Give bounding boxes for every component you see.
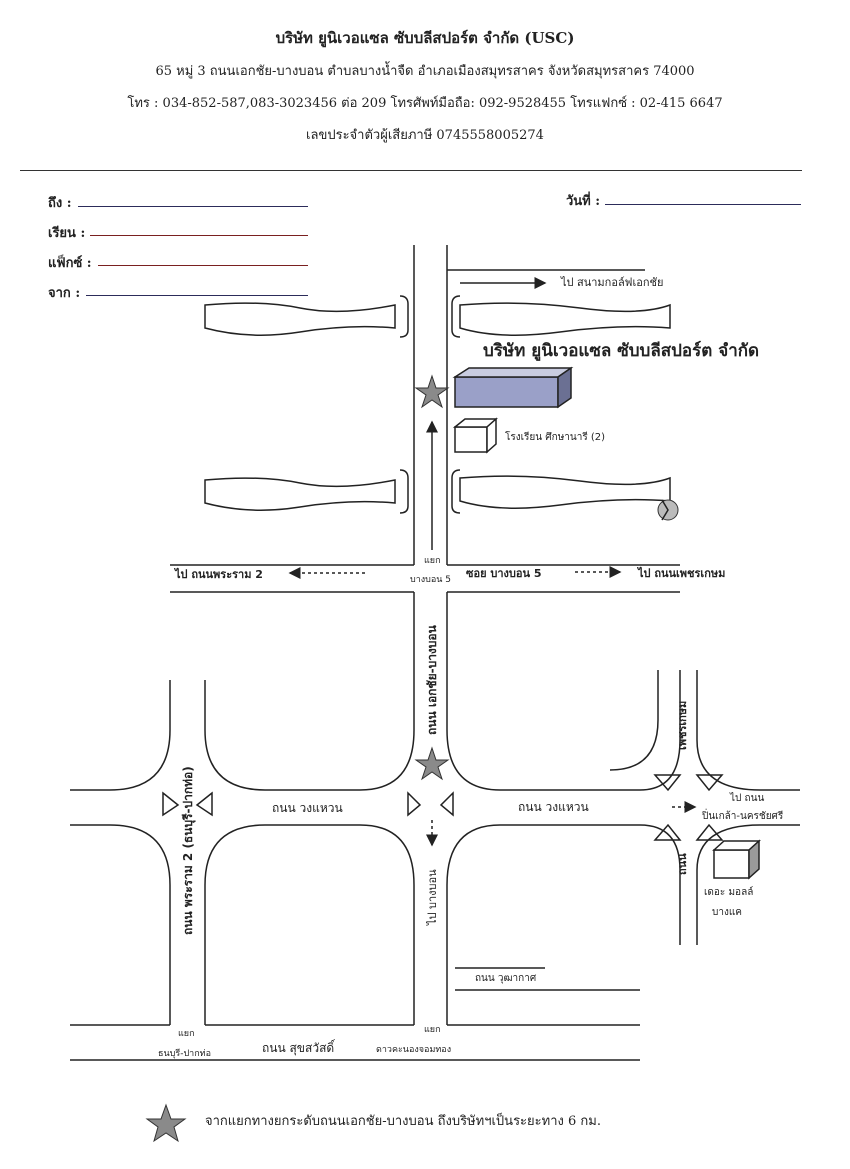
label-junction-name: บางบอน 5 — [410, 575, 451, 585]
bracket-nw — [399, 295, 409, 338]
company-address: 65 หมู่ 3 ถนนเอกชัย-บางบอน ตำบลบางน้ำจืด… — [155, 64, 695, 79]
label-ring-road-right: ถนน วงแหวน — [518, 800, 589, 814]
label-to-pinklao-1: ไป ถนน — [729, 792, 764, 804]
label-junction-left: แยก — [178, 1029, 195, 1039]
fax-field-line[interactable] — [98, 265, 308, 266]
ring-road-north-east-edge — [446, 670, 681, 791]
from-field-line[interactable] — [86, 295, 308, 296]
company-building — [452, 366, 574, 409]
company-name: บริษัท ยูนิเวอแซล ซับบลีสปอร์ต จำกัด (US… — [275, 29, 575, 47]
star-marker-icon — [414, 746, 450, 781]
label-ring-road-left: ถนน วงแหวน — [272, 801, 343, 815]
star-marker-icon — [145, 1103, 187, 1143]
to-field-line[interactable] — [78, 206, 308, 207]
fax-label: แฟ็กซ์ : — [48, 256, 92, 271]
label-to-bangbon: ไป บางบอน — [426, 869, 439, 926]
from-label: จาก : — [48, 286, 81, 301]
ring-road-north-west-edge — [204, 680, 415, 791]
label-road-ekkachai: ถนน เอกชัย-บางบอน — [425, 624, 439, 735]
date-field-line[interactable] — [605, 204, 801, 205]
lane-triangle-2 — [195, 791, 213, 817]
attention-label: เรียน : — [48, 226, 86, 241]
label-to-rama2: ไป ถนนพระราม 2 — [173, 567, 263, 581]
star-marker-icon — [414, 374, 450, 409]
company-phones: โทร : 034-852-587,083-3023456 ต่อ 209 โท… — [127, 96, 723, 111]
label-road-phetkasem: เพชรเกษม — [676, 701, 689, 750]
label-road-thanon: ถนน — [676, 853, 689, 875]
company-tax-id: เลขประจำตัวผู้เสียภาษี 0745558005274 — [306, 128, 544, 143]
compass-icon — [657, 499, 679, 521]
label-road-suksawat: ถนน สุขสวัสดิ์ — [262, 1039, 336, 1056]
label-company: บริษัท ยูนิเวอแซล ซับบลีสปอร์ต จำกัด — [483, 340, 759, 362]
boundary-strip-ne — [459, 302, 671, 336]
label-the-mall-1: เดอะ มอลล์ — [704, 886, 753, 898]
ring-road-south-west-block — [204, 824, 415, 1025]
lane-triangle-8 — [695, 823, 724, 841]
lane-triangle-3 — [407, 791, 422, 817]
label-school: โรงเรียน ศึกษานารี (2) — [505, 430, 605, 443]
label-junction-top: แยก — [424, 556, 441, 566]
the-mall-building — [712, 839, 761, 880]
lane-triangle-6 — [695, 774, 724, 792]
label-junction-right: แยก — [424, 1025, 441, 1035]
bracket-ne — [451, 295, 461, 338]
lane-triangle-5 — [653, 774, 682, 792]
ring-road-nw-curve-outer — [70, 680, 171, 791]
boundary-strip-nw — [204, 302, 396, 336]
boundary-strip-sw — [204, 477, 396, 511]
phetkasem-road-west-edge — [609, 670, 659, 771]
ring-road-south-east-block — [446, 824, 681, 1025]
label-road-rama2: ถนน พระราม 2 (ธนบุรี-ปากท่อ) — [181, 766, 196, 935]
label-to-pinklao-2: ปิ่นเกล้า-นครชัยศรี — [701, 808, 784, 822]
school-building — [452, 417, 498, 454]
lane-triangle-1 — [162, 791, 180, 817]
lane-triangle-7 — [653, 823, 682, 841]
lane-triangle-4 — [439, 791, 454, 817]
label-road-wutthakat: ถนน วุฒากาศ — [475, 973, 537, 984]
to-label: ถึง : — [48, 196, 72, 211]
header-divider — [20, 170, 802, 171]
bracket-sw — [399, 469, 409, 514]
bracket-se — [451, 469, 461, 514]
distance-note: จากแยกทางยกระดับถนนเอกชัย-บางบอน ถึงบริษ… — [205, 1114, 601, 1129]
label-junction-left-name: ธนบุรี-ปากท่อ — [158, 1048, 211, 1059]
phetkasem-road-east-edge — [696, 670, 800, 791]
ring-road-sw-outer — [70, 824, 171, 1025]
label-to-golf: ไป สนามกอล์ฟเอกชัย — [560, 276, 663, 289]
label-the-mall-2: บางแค — [712, 907, 742, 918]
ring-road-east-outer — [696, 824, 800, 945]
label-to-phetkasem: ไป ถนนเพชรเกษม — [636, 566, 725, 580]
boundary-strip-se — [459, 475, 671, 509]
date-label: วันที่ : — [566, 194, 601, 209]
attention-field-line[interactable] — [90, 235, 308, 236]
label-junction-right-name: ดาวคะนองจอมทอง — [376, 1045, 451, 1055]
label-soi-bangbon5: ซอย บางบอน 5 — [466, 567, 541, 580]
